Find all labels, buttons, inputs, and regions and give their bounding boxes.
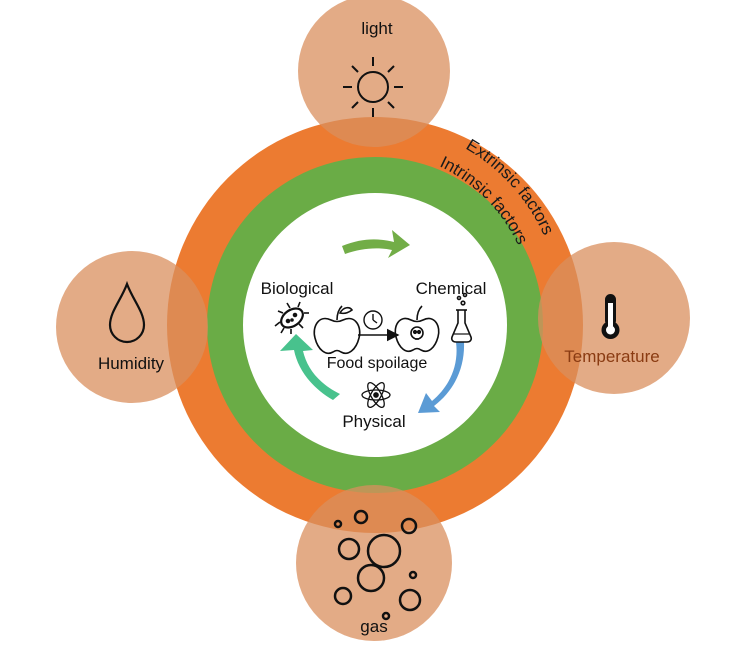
food-spoilage-label: Food spoilage [327, 355, 428, 372]
light-bubble [298, 0, 450, 147]
physical-to-biological-arrow [280, 334, 340, 400]
apple-icon [313, 305, 361, 354]
atom-icon [361, 381, 391, 409]
rotten-apple-skull-icon [394, 305, 440, 353]
gas-label: gas [360, 617, 387, 636]
light-label: light [361, 19, 392, 38]
clock-icon [363, 310, 383, 330]
temperature-label: Temperature [564, 347, 659, 366]
thermometer-icon [601, 294, 620, 339]
water-drop-icon [108, 280, 146, 344]
chemical-to-physical-arrow [418, 342, 465, 413]
bubbles-icon [333, 509, 422, 621]
biological-to-chemical-arrow [342, 230, 410, 258]
physical-label: Physical [342, 412, 405, 431]
flask-icon [450, 292, 473, 343]
center-area [243, 193, 507, 457]
chemical-label: Chemical [416, 279, 487, 298]
humidity-label: Humidity [98, 354, 165, 373]
bacteria-icon [274, 301, 309, 334]
biological-label: Biological [261, 279, 334, 298]
humidity-bubble [56, 251, 208, 403]
sun-icon [343, 57, 403, 117]
